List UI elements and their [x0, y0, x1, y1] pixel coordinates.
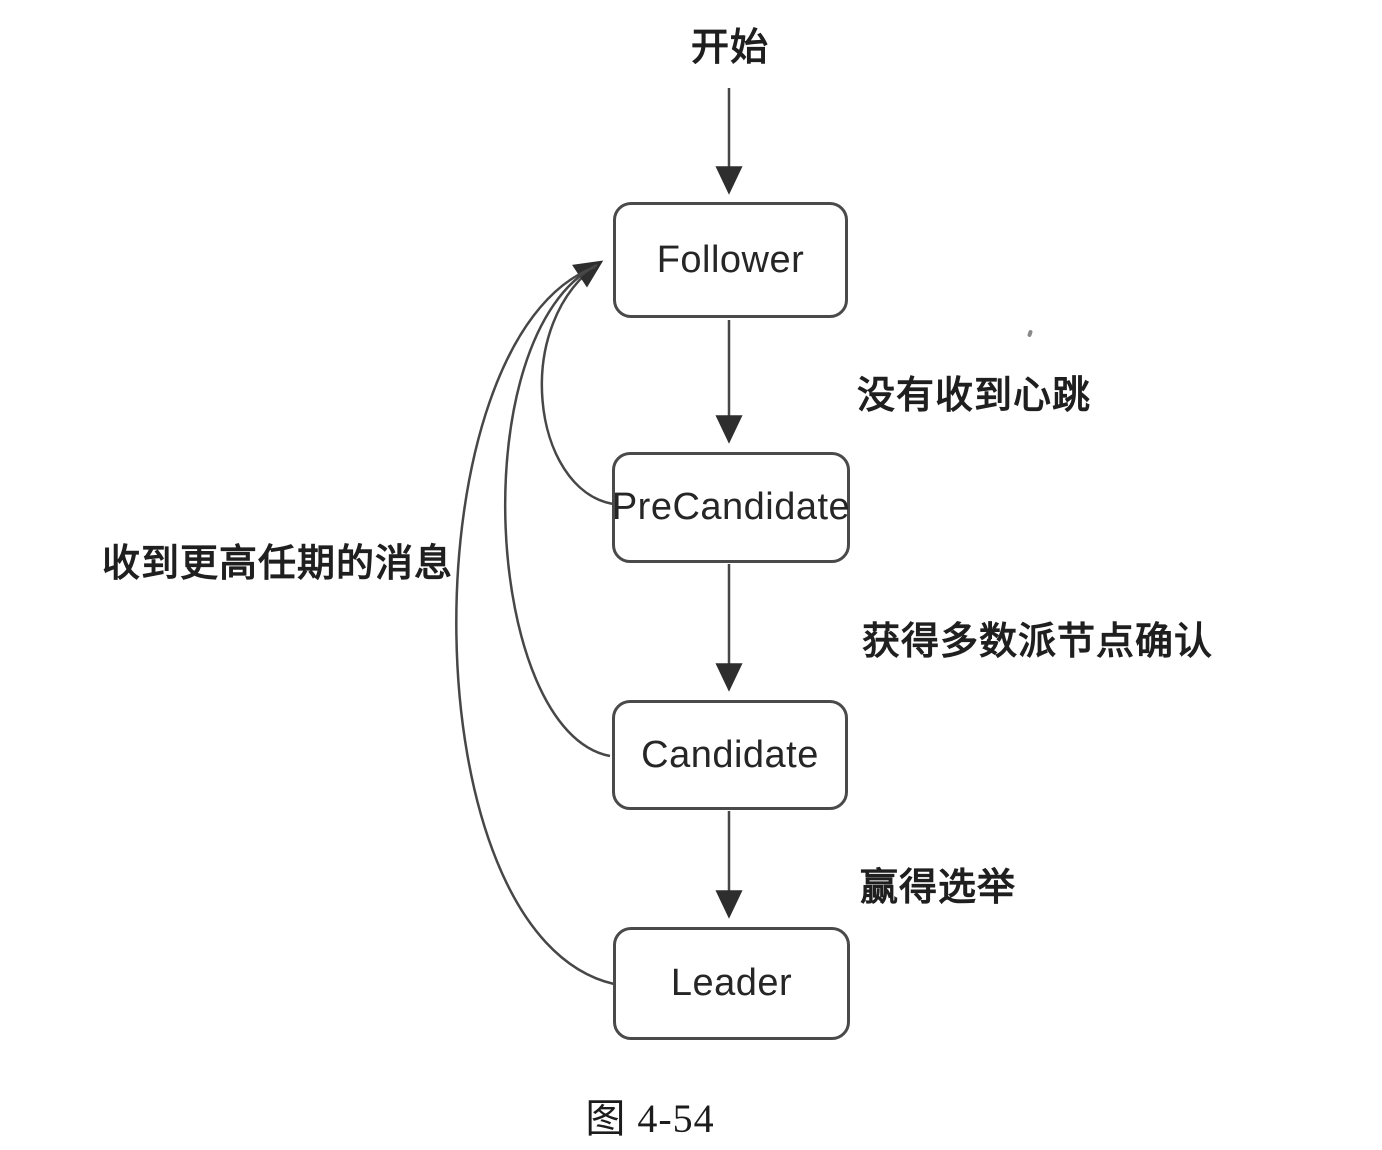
start-label: 开始	[690, 27, 769, 69]
arrow-leader-to-follower	[455, 265, 615, 986]
state-leader-label: Leader	[670, 962, 793, 1004]
transition-label-no-heartbeat: 没有收到心跳	[857, 375, 1092, 417]
state-candidate-label: Candidate	[641, 733, 819, 776]
state-precandidate-label: PreCandidate	[611, 486, 851, 528]
state-follower-label: Follower	[656, 238, 805, 281]
transition-label-win-election: 赢得选举	[860, 867, 1017, 909]
transition-label-majority-ack: 获得多数派节点确认	[862, 621, 1214, 663]
state-candidate: Candidate	[612, 700, 848, 810]
figure-caption: 图 4-54	[585, 1096, 715, 1141]
arrow-candidate-to-follower	[504, 263, 611, 758]
state-follower: Follower	[613, 202, 848, 318]
transition-label-higher-term: 收到更高任期的消息	[102, 543, 454, 585]
arrow-precandidate-to-follower	[540, 260, 614, 506]
state-precandidate: PreCandidate	[612, 452, 850, 563]
state-leader: Leader	[613, 927, 850, 1040]
